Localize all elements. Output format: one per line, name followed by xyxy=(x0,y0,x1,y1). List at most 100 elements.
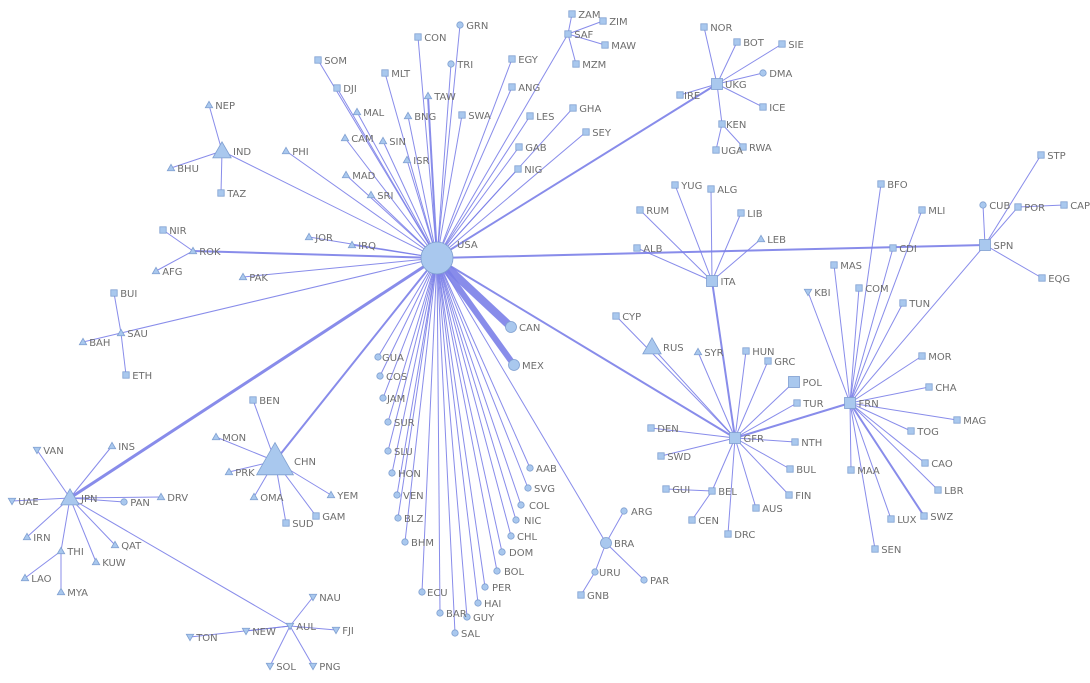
node-syr[interactable] xyxy=(693,347,703,356)
node-gam[interactable] xyxy=(312,512,320,520)
node-kbi[interactable] xyxy=(803,288,813,297)
node-hon[interactable] xyxy=(388,469,396,477)
node-thi[interactable] xyxy=(56,546,66,555)
node-ins[interactable] xyxy=(107,441,117,450)
node-sau[interactable] xyxy=(116,328,126,337)
node-lux[interactable] xyxy=(887,515,895,523)
node-ecu[interactable] xyxy=(418,588,426,596)
node-ukg[interactable] xyxy=(711,78,723,90)
node-bui[interactable] xyxy=(110,289,118,297)
node-ken[interactable] xyxy=(718,120,726,128)
node-gnb[interactable] xyxy=(577,591,585,599)
node-rwa[interactable] xyxy=(739,143,747,151)
node-yem[interactable] xyxy=(326,490,336,499)
node-cen[interactable] xyxy=(688,516,696,524)
node-sud[interactable] xyxy=(282,519,290,527)
node-jam[interactable] xyxy=(379,394,387,402)
node-chn[interactable] xyxy=(255,441,295,476)
node-sri[interactable] xyxy=(366,190,376,199)
node-swa[interactable] xyxy=(458,111,466,119)
node-aus[interactable] xyxy=(752,504,760,512)
node-cao[interactable] xyxy=(921,459,929,467)
node-les[interactable] xyxy=(526,112,534,120)
node-sey[interactable] xyxy=(582,128,590,136)
node-van[interactable] xyxy=(32,446,42,455)
node-kuw[interactable] xyxy=(91,557,101,566)
node-cos[interactable] xyxy=(376,372,384,380)
node-som[interactable] xyxy=(314,56,322,64)
node-sur[interactable] xyxy=(384,418,392,426)
node-prk[interactable] xyxy=(224,467,234,476)
node-rok[interactable] xyxy=(188,246,198,255)
node-pol[interactable] xyxy=(788,376,800,388)
node-taw[interactable] xyxy=(423,91,433,100)
node-com[interactable] xyxy=(855,284,863,292)
node-rus[interactable] xyxy=(642,336,662,355)
node-rum[interactable] xyxy=(636,206,644,214)
node-mor[interactable] xyxy=(918,352,926,360)
node-png[interactable] xyxy=(308,662,318,671)
node-ven[interactable] xyxy=(393,491,401,499)
node-aab[interactable] xyxy=(526,464,534,472)
node-ton[interactable] xyxy=(185,633,195,642)
node-par[interactable] xyxy=(640,576,648,584)
node-fji[interactable] xyxy=(331,626,341,635)
node-grc[interactable] xyxy=(764,357,772,365)
node-zam[interactable] xyxy=(568,10,576,18)
node-bhu[interactable] xyxy=(166,163,176,172)
node-lbr[interactable] xyxy=(934,486,942,494)
node-ang[interactable] xyxy=(508,83,516,91)
node-mag[interactable] xyxy=(953,416,961,424)
node-hai[interactable] xyxy=(474,599,482,607)
node-phi[interactable] xyxy=(281,146,291,155)
node-lib[interactable] xyxy=(737,209,745,217)
node-tri[interactable] xyxy=(447,60,455,68)
node-cha[interactable] xyxy=(925,383,933,391)
node-taz[interactable] xyxy=(217,189,225,197)
node-ita[interactable] xyxy=(706,275,718,287)
node-col[interactable] xyxy=(517,501,525,509)
node-maw[interactable] xyxy=(601,41,609,49)
node-eqg[interactable] xyxy=(1038,274,1046,282)
node-dom[interactable] xyxy=(498,548,506,556)
node-bol[interactable] xyxy=(493,567,501,575)
node-afg[interactable] xyxy=(151,266,161,275)
node-zim[interactable] xyxy=(599,17,607,25)
node-mlt[interactable] xyxy=(381,69,389,77)
node-pak[interactable] xyxy=(238,272,248,281)
node-maa[interactable] xyxy=(847,466,855,474)
node-new[interactable] xyxy=(241,627,251,636)
node-nor[interactable] xyxy=(700,23,708,31)
node-spn[interactable] xyxy=(979,239,991,251)
node-dma[interactable] xyxy=(759,69,767,77)
node-irn[interactable] xyxy=(22,532,32,541)
node-svg[interactable] xyxy=(524,484,532,492)
node-ice[interactable] xyxy=(759,103,767,111)
node-por[interactable] xyxy=(1014,203,1022,211)
node-drc[interactable] xyxy=(724,530,732,538)
node-gfr[interactable] xyxy=(729,432,741,444)
node-chl[interactable] xyxy=(507,532,515,540)
node-slu[interactable] xyxy=(384,447,392,455)
node-ben[interactable] xyxy=(249,396,257,404)
node-stp[interactable] xyxy=(1037,151,1045,159)
node-gab[interactable] xyxy=(515,143,523,151)
node-alb[interactable] xyxy=(633,244,641,252)
node-mal[interactable] xyxy=(352,107,362,116)
node-nep[interactable] xyxy=(204,100,214,109)
node-gha[interactable] xyxy=(569,104,577,112)
node-nth[interactable] xyxy=(791,438,799,446)
node-tun[interactable] xyxy=(899,299,907,307)
node-nau[interactable] xyxy=(308,593,318,602)
node-ire[interactable] xyxy=(676,91,684,99)
node-tur[interactable] xyxy=(793,399,801,407)
node-bel[interactable] xyxy=(708,487,716,495)
node-bhm[interactable] xyxy=(401,538,409,546)
node-bar[interactable] xyxy=(436,609,444,617)
node-uru[interactable] xyxy=(591,568,599,576)
node-bot[interactable] xyxy=(733,38,741,46)
node-arg[interactable] xyxy=(620,507,628,515)
node-sal[interactable] xyxy=(451,629,459,637)
node-cdi[interactable] xyxy=(889,244,897,252)
node-drv[interactable] xyxy=(156,492,166,501)
